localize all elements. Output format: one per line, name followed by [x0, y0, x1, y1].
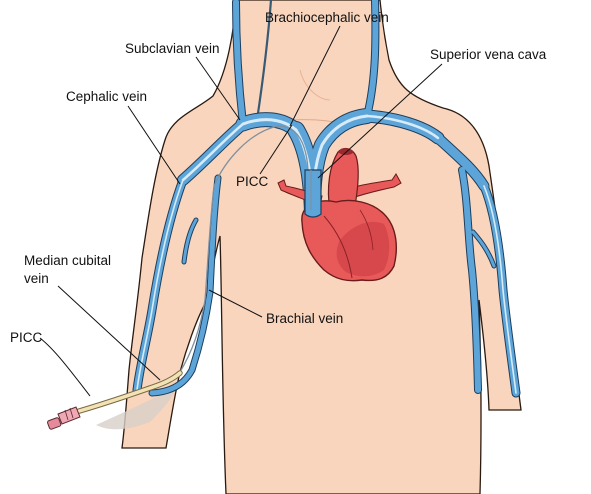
- leader-picc-lower: [39, 337, 91, 397]
- leader-brachiocephalic: [289, 25, 341, 127]
- leader-lines: [39, 25, 443, 397]
- label-picc-lower: PICC: [10, 330, 43, 345]
- pulmonary-artery-right: [349, 173, 402, 199]
- svc-lower: [304, 169, 322, 218]
- leader-cephalic: [127, 105, 181, 185]
- label-median-cubital-line1: Median cubital: [24, 253, 111, 268]
- picc-catheter-internal: [179, 125, 312, 373]
- forearm-shadow: [96, 388, 176, 430]
- label-picc-upper: PICC: [236, 174, 269, 189]
- heart-groove: [323, 215, 353, 279]
- label-superior-vena-cava: Superior vena cava: [430, 47, 547, 62]
- leader-subclavian: [195, 56, 241, 121]
- leader-median-cubital: [57, 285, 161, 381]
- hub-ring-2: [69, 407, 74, 419]
- heart-groove-2: [359, 209, 374, 251]
- catheter-tube: [74, 371, 182, 414]
- label-brachiocephalic-vein: Brachiocephalic vein: [265, 10, 389, 25]
- leader-brachial: [208, 289, 263, 318]
- leader-picc-upper: [259, 124, 293, 175]
- neck-shadow: [299, 69, 331, 101]
- heart-shading: [336, 221, 390, 277]
- hub-ring-1: [64, 409, 69, 421]
- label-cephalic-vein: Cephalic vein: [66, 89, 147, 104]
- label-median-cubital-line2: vein: [24, 271, 49, 286]
- label-subclavian-vein: Subclavian vein: [125, 41, 220, 56]
- catheter-cap: [47, 417, 62, 430]
- label-brachial-vein: Brachial vein: [266, 311, 343, 326]
- picc-external: [47, 370, 183, 430]
- labels: Brachiocephalic vein Subclavian vein Sup…: [10, 10, 547, 345]
- catheter-hub: [57, 406, 81, 425]
- leader-svc: [317, 63, 443, 179]
